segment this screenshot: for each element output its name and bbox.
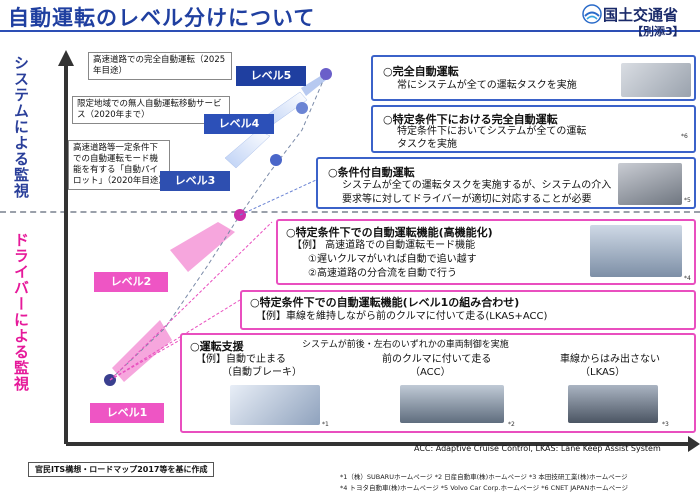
level4-description-box: ○特定条件下における完全自動運転 特定条件下においてシステムが全ての運転 タスク… — [371, 105, 696, 153]
monitoring-divider — [0, 211, 700, 213]
callout-level3: 高速道路等一定条件下での自動運転モード機能を有する「自動パイロット」（2020年… — [68, 140, 170, 190]
autonomous-interior-photo — [621, 63, 691, 97]
level5-text: 常にシステムが全ての運転タスクを実施 — [397, 80, 577, 91]
level-tag-2: レベル2 — [94, 272, 168, 292]
level3-text-line1: システムが全ての運転タスクを実施するが、システムの介入 — [342, 180, 612, 191]
level4-heading: ○特定条件下における完全自動運転 — [383, 113, 558, 126]
level-tag-5: レベル5 — [236, 66, 306, 86]
level4-text-line2: タスクを実施 — [397, 139, 457, 150]
page-title: 自動運転のレベル分けについて — [8, 6, 316, 30]
level5-description-box: ○完全自動運転 常にシステムが全ての運転タスクを実施 — [371, 55, 696, 101]
lkas-lane-photo — [568, 385, 658, 423]
level2b-example: 【例】車線を維持しながら前のクルマに付いて走る(LKAS+ACC) — [256, 311, 548, 322]
level5-heading: ○完全自動運転 — [383, 65, 459, 78]
level1-footnote-2: *2 — [508, 421, 515, 428]
level1-ex3-line1: 車線からはみ出さない — [560, 354, 660, 365]
image-credits-line1: *1（株）SUBARUホームページ *2 日産自動車(株)ホームページ *3 本… — [340, 473, 628, 481]
driver-hands-off-photo — [618, 163, 682, 205]
level1-ex1-line1: 【例】自動で止まる — [196, 354, 286, 365]
level1-ex2-line2: （ACC） — [410, 367, 451, 378]
acc-highway-photo — [400, 385, 504, 423]
level2-example: 【例】 高速道路での自動運転モード機能 — [292, 240, 476, 251]
level2-heading: ○特定条件下での自動運転機能(高機能化) — [286, 226, 493, 239]
x-axis-arrow-icon — [688, 436, 700, 452]
level-tag-3: レベル3 — [160, 171, 230, 191]
level2b-heading: ○特定条件下での自動運転機能(レベル1の組み合わせ) — [250, 296, 520, 309]
level2-item2: ②高速道路の分合流を自動で行う — [308, 268, 457, 279]
source-note: 官民ITS構想・ロードマップ2017等を基に作成 — [28, 462, 215, 477]
level-tag-1: レベル1 — [90, 403, 164, 423]
wedge-level2 — [170, 222, 235, 272]
level-tag-4: レベル4 — [204, 114, 274, 134]
level4-footnote: *6 — [681, 133, 688, 140]
callout-level5: 高速道路での完全自動運転（2025年目途） — [88, 52, 232, 80]
level1-subtitle: システムが前後・左右のいずれかの車両制御を実施 — [302, 340, 509, 350]
level2-combination-box: ○特定条件下での自動運転機能(レベル1の組み合わせ) 【例】車線を維持しながら前… — [240, 290, 696, 330]
side-label-driver: ドライバーによる監視 — [12, 232, 30, 392]
highway-merge-photo — [590, 225, 682, 277]
level2-footnote: *4 — [684, 275, 691, 282]
level1-description-box: ○運転支援 システムが前後・左右のいずれかの車両制御を実施 【例】自動で止まる … — [180, 333, 696, 433]
level5-node — [320, 68, 332, 80]
level2-advanced-box: ○特定条件下での自動運転機能(高機能化) 【例】 高速道路での自動運転モード機能… — [276, 219, 696, 285]
level2-item1: ①遅いクルマがいれば自動で追い越す — [308, 254, 477, 265]
y-axis-arrow-icon — [58, 50, 74, 66]
mlit-logo-icon — [582, 4, 602, 24]
title-rule — [0, 30, 700, 32]
callout-level4: 限定地域での無人自動運転移動サービス（2020年まで） — [72, 96, 230, 124]
level4-node — [296, 102, 308, 114]
wedge-level3 — [224, 129, 271, 169]
level3-node — [270, 154, 282, 166]
level3-text-line2: 要求等に対してドライバーが適切に対応することが必要 — [342, 194, 592, 205]
eyesight-brake-photo — [230, 385, 320, 425]
level3-heading: ○条件付自動運転 — [328, 166, 415, 179]
level4-text-line1: 特定条件下においてシステムが全ての運転 — [397, 126, 587, 137]
ministry-name: 国土交通省 — [603, 6, 679, 24]
level1-ex3-line2: （LKAS） — [580, 367, 626, 378]
level1-ex1-line2: （自動ブレーキ） — [222, 367, 302, 378]
level1-footnote-1: *1 — [322, 421, 329, 428]
side-label-system: システムによる監視 — [12, 55, 30, 199]
level3-footnote: *5 — [684, 197, 691, 204]
attachment-label: 【別添3】 — [632, 25, 684, 38]
level1-heading: ○運転支援 — [190, 340, 244, 353]
image-credits-line2: *4 トヨタ自動車(株)ホームページ *5 Volvo Car Corp.ホーム… — [340, 484, 628, 492]
acronym-note: ACC: Adaptive Cruise Control, LKAS: Lane… — [414, 444, 661, 453]
level3-description-box: ○条件付自動運転 システムが全ての運転タスクを実施するが、システムの介入 要求等… — [316, 157, 696, 209]
level1-ex2-line1: 前のクルマに付いて走る — [382, 354, 492, 365]
level1-footnote-3: *3 — [662, 421, 669, 428]
